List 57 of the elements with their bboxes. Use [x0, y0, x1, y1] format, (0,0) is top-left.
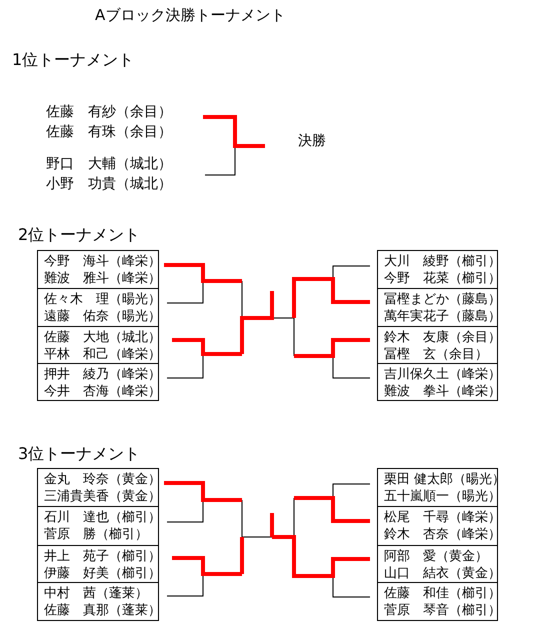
player-name: 松尾 千尋（峰栄）	[384, 509, 497, 526]
player-name: 五十嵐順一（暘光）	[384, 488, 497, 505]
player-name: 伊藤 好美（櫛引）	[44, 565, 158, 582]
pair-box	[37, 545, 159, 583]
pair-box	[37, 506, 159, 546]
pair-box	[37, 582, 159, 621]
player-name: 菅原 琴音（櫛引）	[384, 602, 497, 619]
player-name: 阿部 愛（黄金）	[384, 548, 489, 565]
final-label: 決勝	[298, 132, 326, 150]
player-name: 冨樫 玄（余目）	[384, 346, 489, 363]
player-name: 佐々木 理（暘光）	[44, 291, 158, 308]
player-name: 野口 大輔（城北）	[46, 155, 173, 174]
player-name: 遠藤 佑奈（暘光）	[44, 308, 158, 325]
player-name: 金丸 玲奈（黄金）	[44, 471, 158, 488]
player-name: 大川 綾野（櫛引）	[384, 253, 497, 270]
player-name: 難波 拳斗（峰栄）	[384, 383, 497, 400]
player-name: 萬年実花子（藤島）	[384, 308, 497, 325]
pair-box	[37, 326, 159, 364]
player-name: 石川 達也（櫛引）	[44, 509, 158, 526]
player-name: 今井 杏海（峰栄）	[44, 383, 158, 400]
pair-box	[37, 250, 159, 289]
player-name: 平林 和己（峰栄）	[44, 346, 158, 363]
pair-box	[37, 288, 159, 327]
player-name: 吉川保久土（峰栄）	[384, 366, 497, 383]
section-heading: 3位トーナメント	[18, 444, 140, 465]
pair-box	[377, 545, 498, 583]
pair-box	[37, 363, 159, 401]
player-name: 三浦貴美香（黄金）	[44, 488, 158, 505]
player-name: 佐藤 有珠（余目）	[46, 123, 173, 142]
pair-box	[377, 506, 498, 546]
pair-box	[377, 288, 498, 327]
player-name: 小野 功貴（城北）	[46, 175, 173, 194]
pair-box	[377, 468, 498, 507]
player-name: 佐藤 有紗（余目）	[46, 103, 173, 122]
pair-box	[377, 250, 498, 289]
player-name: 今野 花菜（櫛引）	[384, 270, 497, 287]
player-name: 鈴木 友康（余目）	[384, 329, 497, 346]
player-name: 栗田 健太郎（暘光）	[384, 471, 497, 488]
section-heading: 1位トーナメント	[12, 50, 134, 71]
pair-box	[377, 326, 498, 364]
player-name: 佐藤 和佳（櫛引）	[384, 585, 497, 602]
pair-box	[37, 468, 159, 507]
player-name: 佐藤 大地（城北）	[44, 329, 158, 346]
player-name: 今野 海斗（峰栄）	[44, 253, 158, 270]
pair-box	[377, 582, 498, 621]
player-name: 井上 苑子（櫛引）	[44, 548, 158, 565]
player-name: 中村 茜（蓬莱）	[44, 585, 149, 602]
player-name: 佐藤 真那（蓬莱）	[44, 602, 158, 619]
section-heading: 2位トーナメント	[18, 225, 140, 246]
player-name: 押井 綾乃（峰栄）	[44, 366, 158, 383]
player-name: 冨樫まどか（藤島）	[384, 291, 497, 308]
title: Aブロック決勝トーナメント	[95, 6, 286, 25]
player-name: 難波 雅斗（峰栄）	[44, 270, 158, 287]
player-name: 鈴木 杏奈（峰栄）	[384, 526, 497, 543]
pair-box	[377, 363, 498, 401]
player-name: 菅原 勝（櫛引）	[44, 526, 149, 543]
player-name: 山口 結衣（黄金）	[384, 565, 497, 582]
